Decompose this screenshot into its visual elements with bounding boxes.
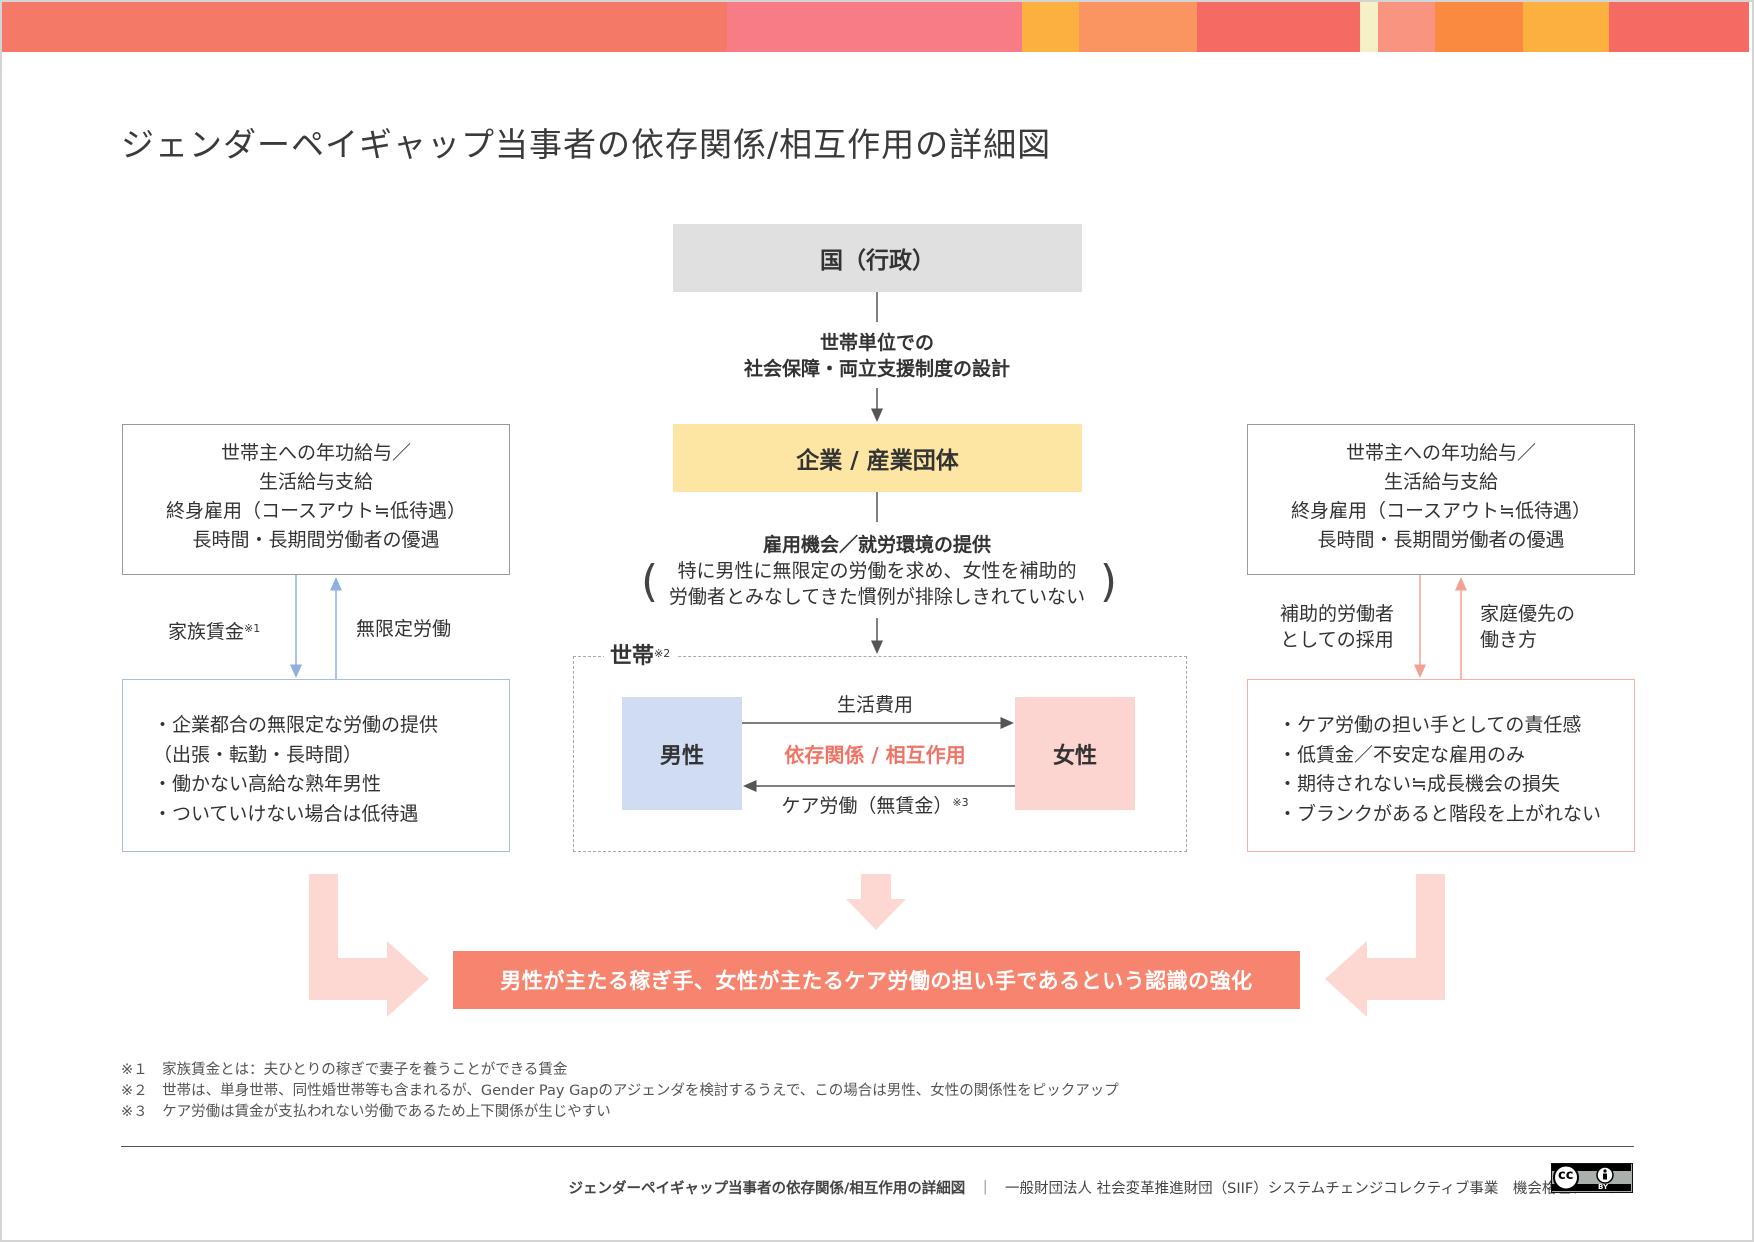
household-container [573,656,1187,852]
gov-to-corp-label: 世帯単位での 社会保障・両立支援制度の設計 [677,330,1077,382]
corp-to-household-label: 雇用機会／就労環境の提供 ( 特に男性に無限定の労働を求め、女性を補助的 労働者… [627,532,1127,610]
stripe-segment [727,2,1022,52]
left-employment-practices-box: 世帯主への年功給与／ 生活給与支給 終身雇用（コースアウト≒低待遇） 長時間・長… [122,424,510,575]
left-top-line: 世帯主への年功給与／ [220,442,411,464]
cc-text: cc [1558,1168,1574,1183]
left-bottom-line: ・企業都合の無限定な労働の提供 [153,714,439,736]
footer-divider [121,1146,1634,1147]
stripe-segment [1360,2,1378,52]
relation-label: 依存関係 / 相互作用 [784,743,966,767]
stripe-segment [1197,2,1360,52]
right-bottom-line: ・期待されない≒成長機会の損失 [1278,773,1560,795]
top-color-stripe [2,2,1752,52]
government-label: 国（行政） [820,248,935,274]
care-labor-note: ※3 [952,796,969,809]
paren-close: ) [1099,556,1117,607]
footer-credit: ジェンダーペイギャップ当事者の依存関係/相互作用の詳細図 ｜ 一般財団法人 社会… [569,1177,1614,1198]
auxiliary-hire-line1: 補助的労働者 [1280,603,1395,625]
auxiliary-hire-line2: としての採用 [1280,629,1394,651]
right-top-line: 終身雇用（コースアウト≒低待遇） [1291,500,1591,522]
left-bottom-line: （出張・転勤・長時間） [153,743,363,766]
government-box: 国（行政） [673,224,1082,292]
left-bottom-line: ・働かない高給な熟年男性 [153,773,382,795]
right-female-outcomes-box: ・ケア労働の担い手としての責任感 ・低賃金／不安定な雇用のみ ・期待されない≒成… [1247,679,1635,852]
stripe-segment [1523,2,1609,52]
gov-to-corp-line1: 世帯単位での [819,332,934,354]
center-fat-arrow [846,874,906,930]
left-top-line: 終身雇用（コースアウト≒低待遇） [166,500,466,522]
footnote-1: ※１ 家族賃金とは：夫ひとりの稼ぎで妻子を養うことができる賃金 [121,1062,568,1078]
care-labor-text: ケア労働（無賃金） [781,795,953,817]
stripe-segment [292,2,437,52]
right-fat-arrow [1325,874,1445,1017]
left-top-line: 長時間・長期間労働者の優遇 [192,529,440,551]
footer-doc-title: ジェンダーペイギャップ当事者の依存関係/相互作用の詳細図 [568,1181,966,1197]
stripe-segment [1435,2,1523,52]
footnotes: ※１ 家族賃金とは：夫ひとりの稼ぎで妻子を養うことができる賃金 ※２ 世帯は、単… [121,1060,1119,1123]
stripe-segment [437,2,582,52]
footnote-3: ※３ ケア労働は賃金が支払われない労働であるため上下関係が生じやすい [121,1104,611,1120]
left-fat-arrow [309,874,429,1017]
unlimited-labor-label: 無限定労働 [356,618,452,640]
family-first-line1: 家庭優先の [1480,603,1576,625]
household-label: 世帯※2 [604,638,677,670]
living-cost-label: 生活費用 [836,694,913,716]
female-box: 女性 [1015,697,1135,810]
gov-to-corp-line2: 社会保障・両立支援制度の設計 [743,358,1010,380]
stripe-segment [1022,2,1079,52]
corp-to-household-line2: 特に男性に無限定の労働を求め、女性を補助的 [677,560,1077,582]
family-wage-label: 家族賃金※1 [168,616,260,645]
corp-to-household-line3: 労働者とみなしてきた慣例が排除しきれていない [668,586,1086,608]
family-wage-note: ※1 [244,622,261,635]
family-wage-text: 家族賃金 [168,621,245,643]
footer-separator: ｜ [977,1181,993,1197]
left-top-line: 生活給与支給 [258,471,373,493]
right-top-line: 世帯主への年功給与／ [1345,442,1536,464]
right-top-line: 生活給与支給 [1383,471,1498,493]
household-label-text: 世帯 [610,644,655,669]
cc-by-license-icon: cc BY [1551,1163,1633,1193]
family-first-line2: 働き方 [1480,629,1538,651]
stripe-segment [1609,2,1749,52]
corp-to-household-detail: ( 特に男性に無限定の労働を求め、女性を補助的 労働者とみなしてきた慣例が排除し… [627,556,1127,610]
left-bottom-line: ・ついていけない場合は低待遇 [153,802,419,825]
stripe-segment [1378,2,1435,52]
female-label: 女性 [1052,743,1097,769]
right-top-line: 長時間・長期間労働者の優遇 [1317,529,1565,551]
by-text: BY [1598,1183,1609,1191]
corporation-box: 企業 / 産業団体 [673,424,1082,492]
care-labor-label: ケア労働（無賃金）※3 [742,790,1008,819]
auxiliary-hire-label: 補助的労働者 としての採用 [1280,601,1394,653]
stripe-segment [2,2,147,52]
household-note: ※2 [654,647,671,660]
footer-organization: 一般財団法人 社会変革推進財団（SIIF）システムチェンジコレクティブ事業 機会… [1005,1181,1614,1197]
stripe-segment [582,2,727,52]
footnote-2: ※２ 世帯は、単身世帯、同性婚世帯等も含まれるが、Gender Pay Gapの… [121,1083,1119,1099]
stripe-segment [1079,2,1197,52]
conclusion-text: 男性が主たる稼ぎ手、女性が主たるケア労働の担い手であるという認識の強化 [500,969,1253,993]
conclusion-bar: 男性が主たる稼ぎ手、女性が主たるケア労働の担い手であるという認識の強化 [453,951,1300,1009]
right-bottom-line: ・ケア労働の担い手としての責任感 [1278,714,1582,736]
left-male-outcomes-box: ・企業都合の無限定な労働の提供 （出張・転勤・長時間） ・働かない高給な熟年男性… [122,679,510,852]
right-employment-practices-box: 世帯主への年功給与／ 生活給与支給 終身雇用（コースアウト≒低待遇） 長時間・長… [1247,424,1635,575]
page-title: ジェンダーペイギャップ当事者の依存関係/相互作用の詳細図 [121,125,1052,164]
male-box: 男性 [622,697,742,810]
paren-open: ( [641,556,659,607]
corp-to-household-line1: 雇用機会／就労環境の提供 [762,534,991,556]
male-label: 男性 [659,743,704,769]
stripe-segment [147,2,292,52]
right-bottom-line: ・ブランクがあると階段を上がれない [1278,802,1602,825]
corporation-label: 企業 / 産業団体 [796,448,959,474]
right-bottom-line: ・低賃金／不安定な雇用のみ [1278,743,1526,766]
family-first-label: 家庭優先の 働き方 [1480,601,1575,653]
